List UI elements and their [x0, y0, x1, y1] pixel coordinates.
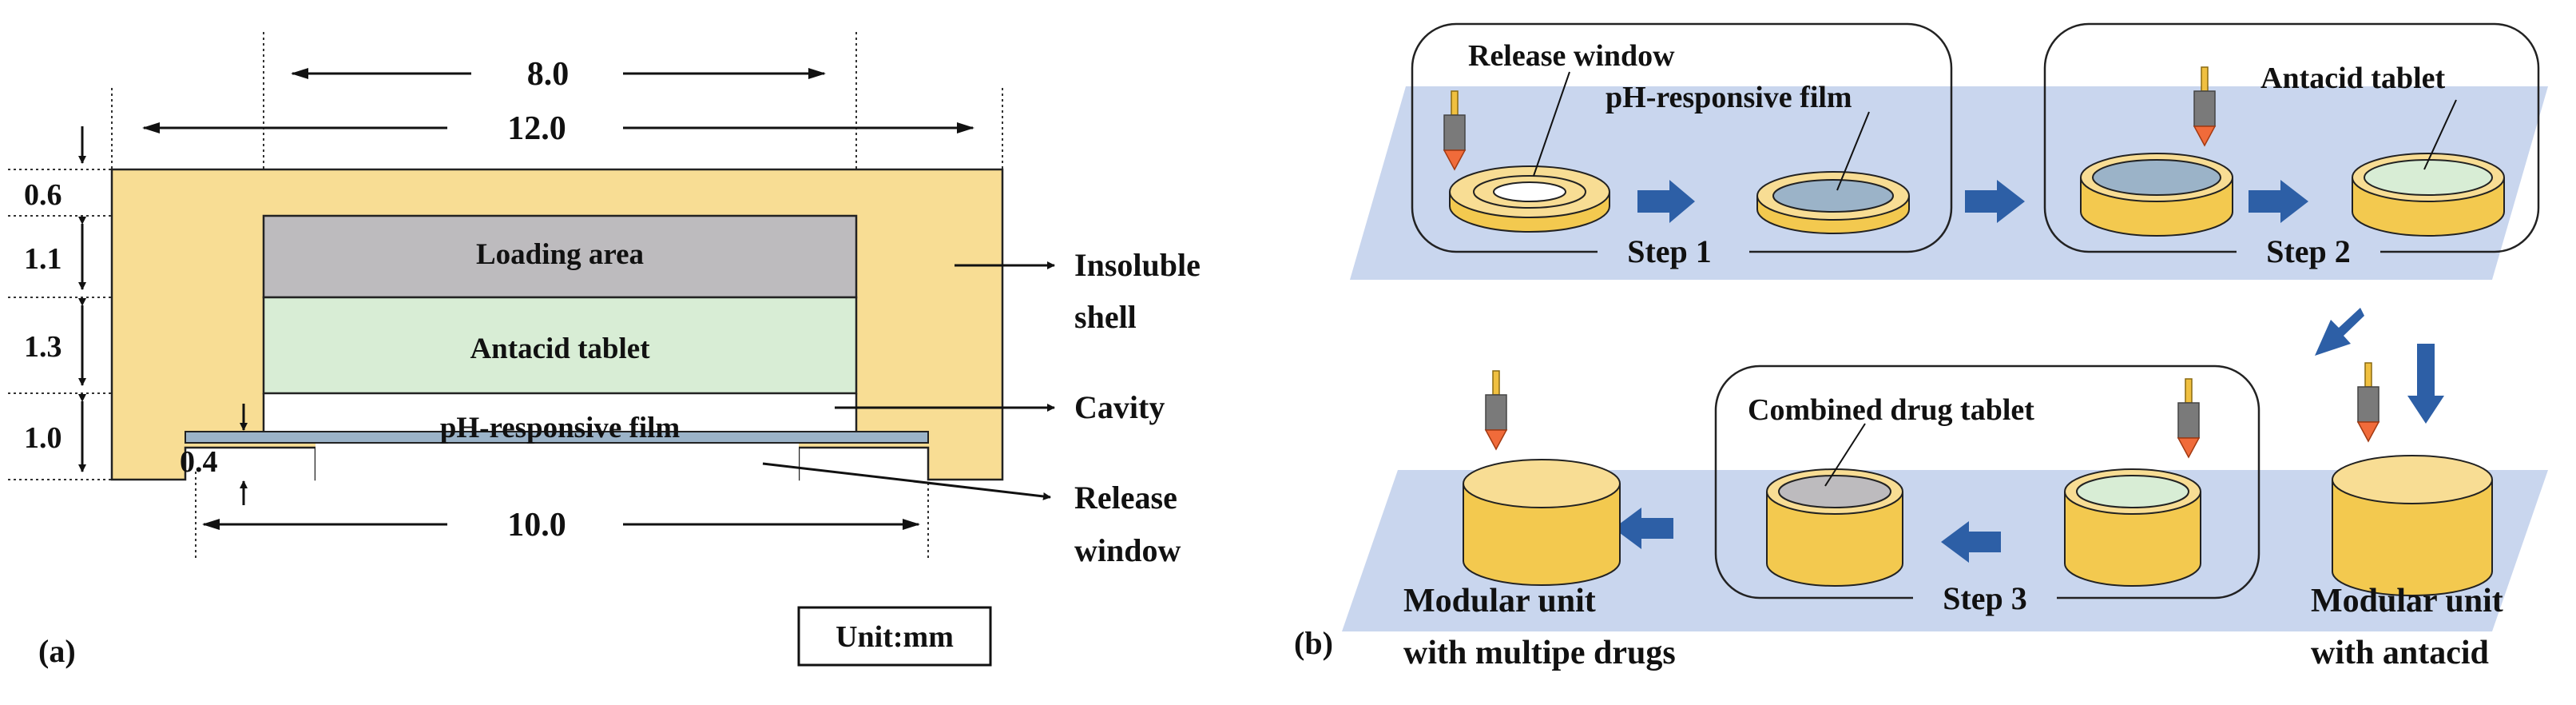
- panel-a: Loading area Antacid tablet pH-responsiv…: [8, 32, 1201, 669]
- step2-tablet-label: Antacid tablet: [2260, 62, 2446, 95]
- release-window-opening: [316, 442, 799, 481]
- dim-shell-top: 0.6: [24, 178, 62, 212]
- cylinder-multi: [1463, 459, 1621, 586]
- antacid-tablet-label: Antacid tablet: [470, 333, 650, 365]
- callout-window-1: Release: [1074, 480, 1177, 516]
- result-multi-2: with multipe drugs: [1403, 635, 1676, 671]
- step3-combined-label: Combined drug tablet: [1748, 393, 2034, 427]
- cup-combined: [1766, 468, 1903, 587]
- step1-title: Step 1: [1627, 233, 1712, 269]
- result-antacid-2: with antacid: [2311, 635, 2489, 671]
- top-platform: [1350, 86, 2548, 280]
- cup-antacid: [2352, 153, 2505, 237]
- callout-shell-2: shell: [1074, 299, 1137, 335]
- cup-empty: [2080, 153, 2233, 237]
- step1-film-label: pH-responsive film: [1606, 81, 1852, 114]
- step3-title: Step 3: [1943, 580, 2027, 616]
- dim-loading-height: 1.1: [24, 242, 62, 276]
- ph-responsive-film: [185, 431, 929, 444]
- process-arrows: [1613, 180, 2444, 563]
- cup-green-step3: [2064, 468, 2201, 587]
- bottom-platform: [1342, 470, 2548, 631]
- loading-area: [262, 214, 858, 299]
- dim-bottom-width: 10.0: [507, 507, 566, 544]
- dim-overall-width: 12.0: [507, 110, 566, 147]
- panel-a-label: (a): [38, 633, 76, 669]
- step1-window-label: Release window: [1468, 39, 1675, 73]
- dim-top-width: 8.0: [527, 56, 570, 93]
- cylinder-antacid: [2332, 455, 2493, 596]
- cavity: [264, 393, 856, 433]
- nozzle-icon: [2177, 378, 2200, 458]
- ring-with-film: [1756, 171, 1910, 234]
- panel-b: Step 1 Step 2 Step 3 Release window pH-r…: [1294, 22, 2548, 671]
- dim-tablet-height: 1.3: [24, 330, 62, 364]
- dim-cavity-height: 1.0: [24, 421, 62, 455]
- panel-b-label: (b): [1294, 625, 1333, 661]
- nozzle-icon: [2357, 362, 2380, 442]
- dim-window-height: 0.4: [180, 445, 218, 479]
- unit-box: [797, 606, 992, 667]
- callout-shell-1: Insoluble: [1074, 247, 1201, 283]
- loading-area-label: Loading area: [476, 238, 644, 271]
- result-multi-1: Modular unit: [1403, 583, 1596, 619]
- step2-title: Step 2: [2266, 233, 2351, 269]
- callout-window-2: window: [1074, 532, 1181, 568]
- antacid-tablet-region: [262, 296, 858, 395]
- result-antacid-1: Modular unit: [2311, 583, 2503, 619]
- ph-film-label: pH-responsive film: [440, 412, 681, 444]
- callout-cavity: Cavity: [1074, 389, 1165, 425]
- unit-label: Unit:mm: [836, 620, 954, 654]
- ring-release-window: [1449, 165, 1610, 233]
- nozzle-icon: [1485, 370, 1507, 450]
